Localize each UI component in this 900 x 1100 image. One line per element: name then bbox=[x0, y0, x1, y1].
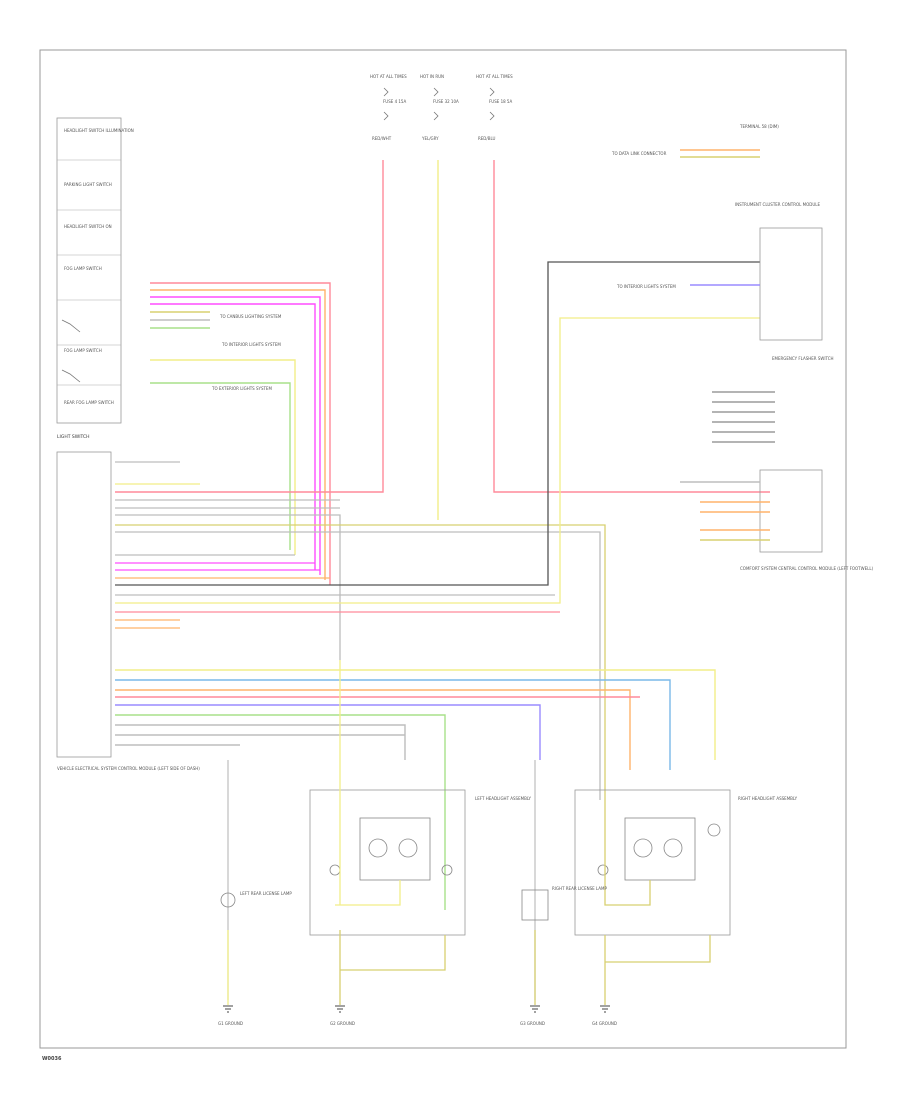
diagram-frame bbox=[39, 49, 847, 1049]
right-headlight-label: RIGHT HEADLIGHT ASSEMBLY bbox=[738, 796, 798, 801]
ground-label-4: G4 GROUND bbox=[592, 1021, 617, 1026]
block-dlc: TO DATA LINK CONNECTOR bbox=[611, 151, 667, 156]
fuse-1-wire: RED/WHT bbox=[372, 136, 392, 141]
switch-label-4: FOG LAMP SWITCH bbox=[64, 266, 102, 271]
fuse-2-wire: YEL/GRY bbox=[421, 136, 439, 141]
module-wires bbox=[115, 261, 760, 800]
block-cluster: INSTRUMENT CLUSTER CONTROL MODULE bbox=[735, 202, 820, 207]
fuse-3-rating: FUSE 18 5A bbox=[489, 99, 512, 104]
switch-panel: HEADLIGHT SWITCH ILLUMINATION PARKING LI… bbox=[56, 117, 134, 424]
block-interior: TO INTERIOR LIGHTS SYSTEM bbox=[616, 284, 676, 289]
control-module-box bbox=[56, 451, 112, 758]
header-note: TERMINAL 58 (DIM) bbox=[739, 124, 779, 129]
right-blocks: TO DATA LINK CONNECTOR INSTRUMENT CLUSTE… bbox=[611, 149, 874, 571]
right-headlight: RIGHT HEADLIGHT ASSEMBLY bbox=[574, 789, 798, 936]
fuse-2-title: HOT IN RUN bbox=[420, 74, 444, 79]
switch-label-5: FOG LAMP SWITCH bbox=[64, 348, 102, 353]
note-exterior: TO EXTERIOR LIGHTS SYSTEM bbox=[211, 386, 272, 391]
left-headlight-label: LEFT HEADLIGHT ASSEMBLY bbox=[475, 796, 532, 801]
block-flasher: EMERGENCY FLASHER SWITCH bbox=[772, 356, 834, 361]
note-canbus: TO CANBUS LIGHTING SYSTEM bbox=[219, 314, 282, 319]
ground-label-1: G1 GROUND bbox=[218, 1021, 243, 1026]
fuse-3-wire: RED/BLU bbox=[478, 136, 496, 141]
fuse-1-rating: FUSE 4 15A bbox=[383, 99, 406, 104]
right-license-label: RIGHT REAR LICENSE LAMP bbox=[552, 886, 607, 891]
switch-label-1: HEADLIGHT SWITCH ILLUMINATION bbox=[64, 128, 134, 133]
headlight-wires bbox=[115, 669, 716, 910]
switch-wires bbox=[150, 282, 331, 585]
note-interior: TO INTERIOR LIGHTS SYSTEM bbox=[221, 342, 281, 347]
ground-label-3: G3 GROUND bbox=[520, 1021, 545, 1026]
fuse-3-title: HOT AT ALL TIMES bbox=[476, 74, 513, 79]
flasher-wires bbox=[712, 391, 775, 443]
switch-label-3: HEADLIGHT SWITCH ON bbox=[64, 224, 112, 229]
module-label: VEHICLE ELECTRICAL SYSTEM CONTROL MODULE… bbox=[57, 766, 200, 771]
light-switch-label: LIGHT SWITCH bbox=[57, 434, 90, 440]
block-comfort: COMFORT SYSTEM CENTRAL CONTROL MODULE (L… bbox=[740, 566, 874, 571]
fuse-block: HOT AT ALL TIMES FUSE 4 15A RED/WHT HOT … bbox=[370, 74, 513, 141]
left-headlight: LEFT HEADLIGHT ASSEMBLY bbox=[309, 660, 532, 936]
switch-label-2: PARKING LIGHT SWITCH bbox=[64, 182, 112, 187]
frame-code: W0036 bbox=[42, 1056, 62, 1062]
switch-label-6: REAR FOG LAMP SWITCH bbox=[64, 400, 114, 405]
supply-wires bbox=[115, 160, 770, 520]
ground-label-2: G2 GROUND bbox=[330, 1021, 355, 1026]
grounds: G1 GROUND G2 GROUND G3 GROUND G4 GROUND bbox=[218, 1005, 617, 1026]
fuse-2-rating: FUSE 32 10A bbox=[433, 99, 459, 104]
fuse-1-title: HOT AT ALL TIMES bbox=[370, 74, 407, 79]
ground-returns bbox=[227, 930, 711, 1005]
left-license-label: LEFT REAR LICENSE LAMP bbox=[240, 891, 292, 896]
left-license-lamp: LEFT REAR LICENSE LAMP bbox=[220, 760, 292, 1000]
